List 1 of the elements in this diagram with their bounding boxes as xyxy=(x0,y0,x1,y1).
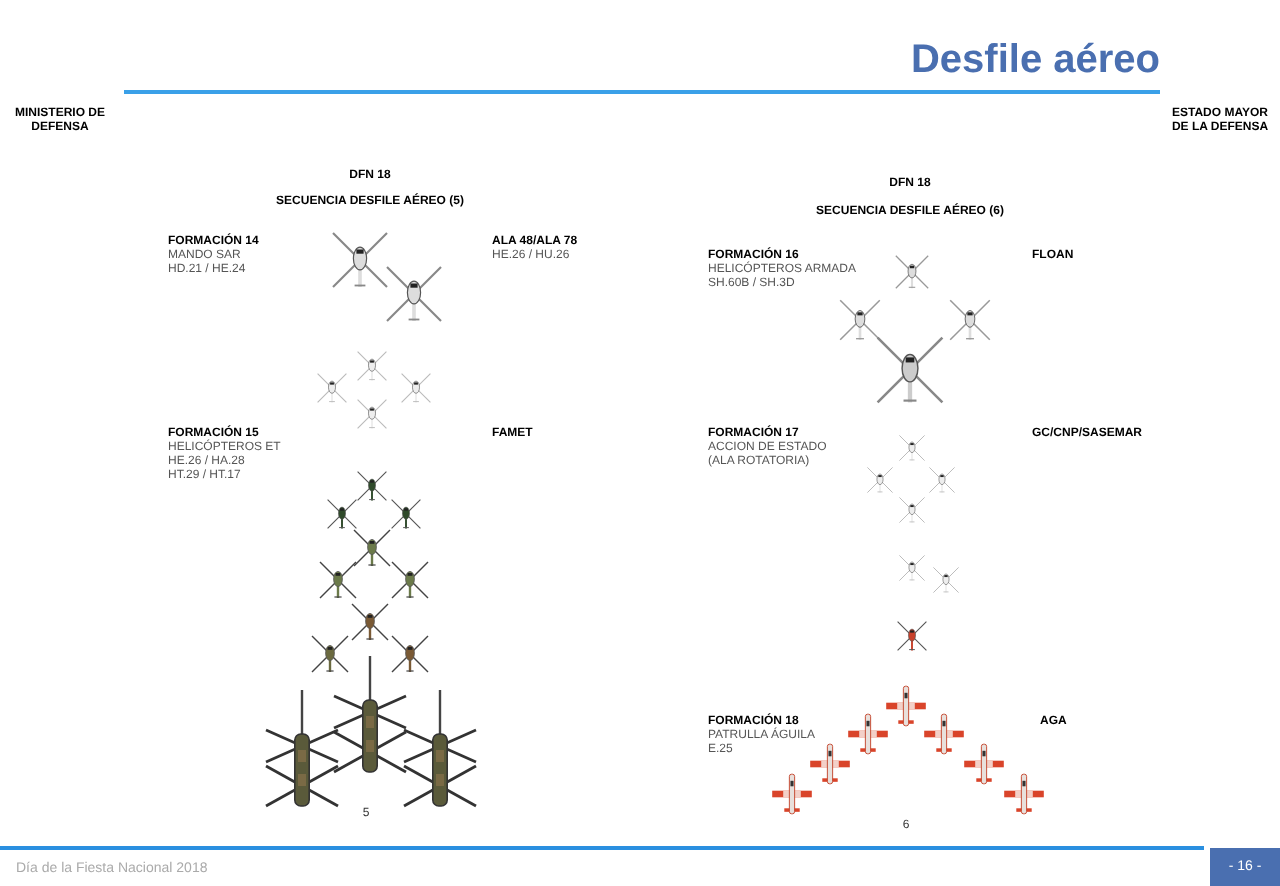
slide-title: Desfile aéreo xyxy=(910,36,1160,84)
